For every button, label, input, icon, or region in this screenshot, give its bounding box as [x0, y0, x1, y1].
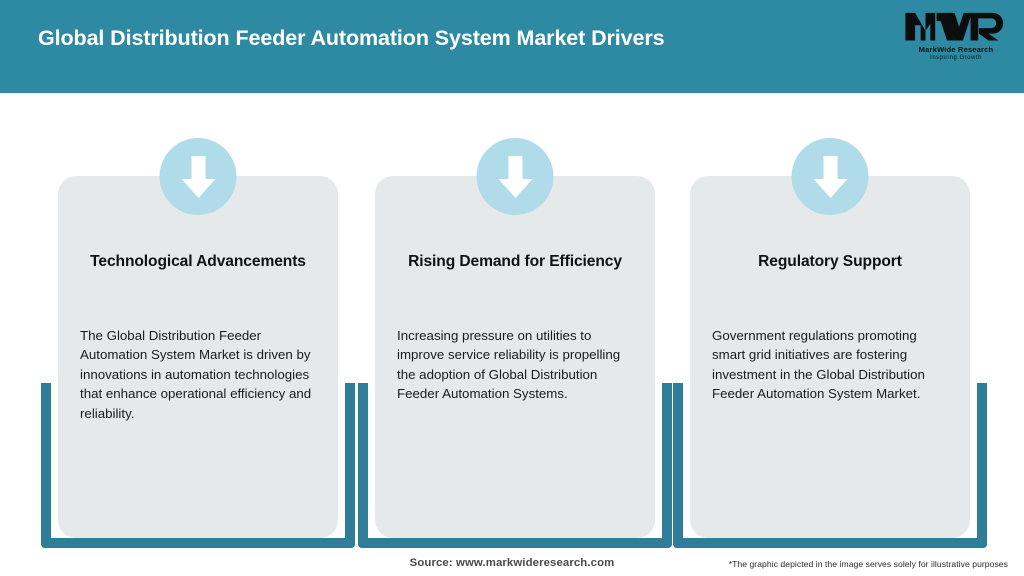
- card-accent-frame: [41, 383, 355, 548]
- logo-company-name: MarkWide Research: [918, 45, 994, 54]
- driver-card-3[interactable]: Regulatory Support Government regulation…: [673, 138, 987, 548]
- card-body-text: Increasing pressure on utilities to impr…: [397, 328, 621, 402]
- source-attribution: Source: www.markwideresearch.com: [409, 557, 615, 569]
- arrow-down-icon: [159, 138, 237, 215]
- card-body-text: The Global Distribution Feeder Automatio…: [80, 328, 312, 421]
- card-title: Technological Advancements: [90, 253, 306, 270]
- card-title: Regulatory Support: [758, 253, 902, 270]
- arrow-down-icon: [791, 138, 869, 215]
- driver-card-2[interactable]: Rising Demand for Efficiency Increasing …: [358, 138, 672, 548]
- card-title: Rising Demand for Efficiency: [408, 253, 622, 270]
- header-bar: Global Distribution Feeder Automation Sy…: [0, 0, 1024, 93]
- card-panel: Technological Advancements The Global Di…: [58, 138, 338, 538]
- card-accent-frame: [358, 383, 672, 548]
- mwr-logo-icon: [905, 12, 1004, 41]
- card-panel: Regulatory Support Government regulation…: [690, 138, 970, 538]
- illustrative-disclaimer: *The graphic depicted in the image serve…: [728, 559, 1008, 569]
- card-accent-frame: [673, 383, 987, 548]
- card-panel: Rising Demand for Efficiency Increasing …: [375, 138, 655, 538]
- arrow-down-icon: [476, 138, 554, 215]
- brand-logo: MarkWide Research Inspiring Growth: [904, 8, 1008, 70]
- logo-tagline: Inspiring Growth: [930, 55, 982, 61]
- card-body-text: Government regulations promoting smart g…: [712, 328, 925, 402]
- page-title: Global Distribution Feeder Automation Sy…: [38, 26, 665, 50]
- driver-card-1[interactable]: Technological Advancements The Global Di…: [41, 138, 355, 548]
